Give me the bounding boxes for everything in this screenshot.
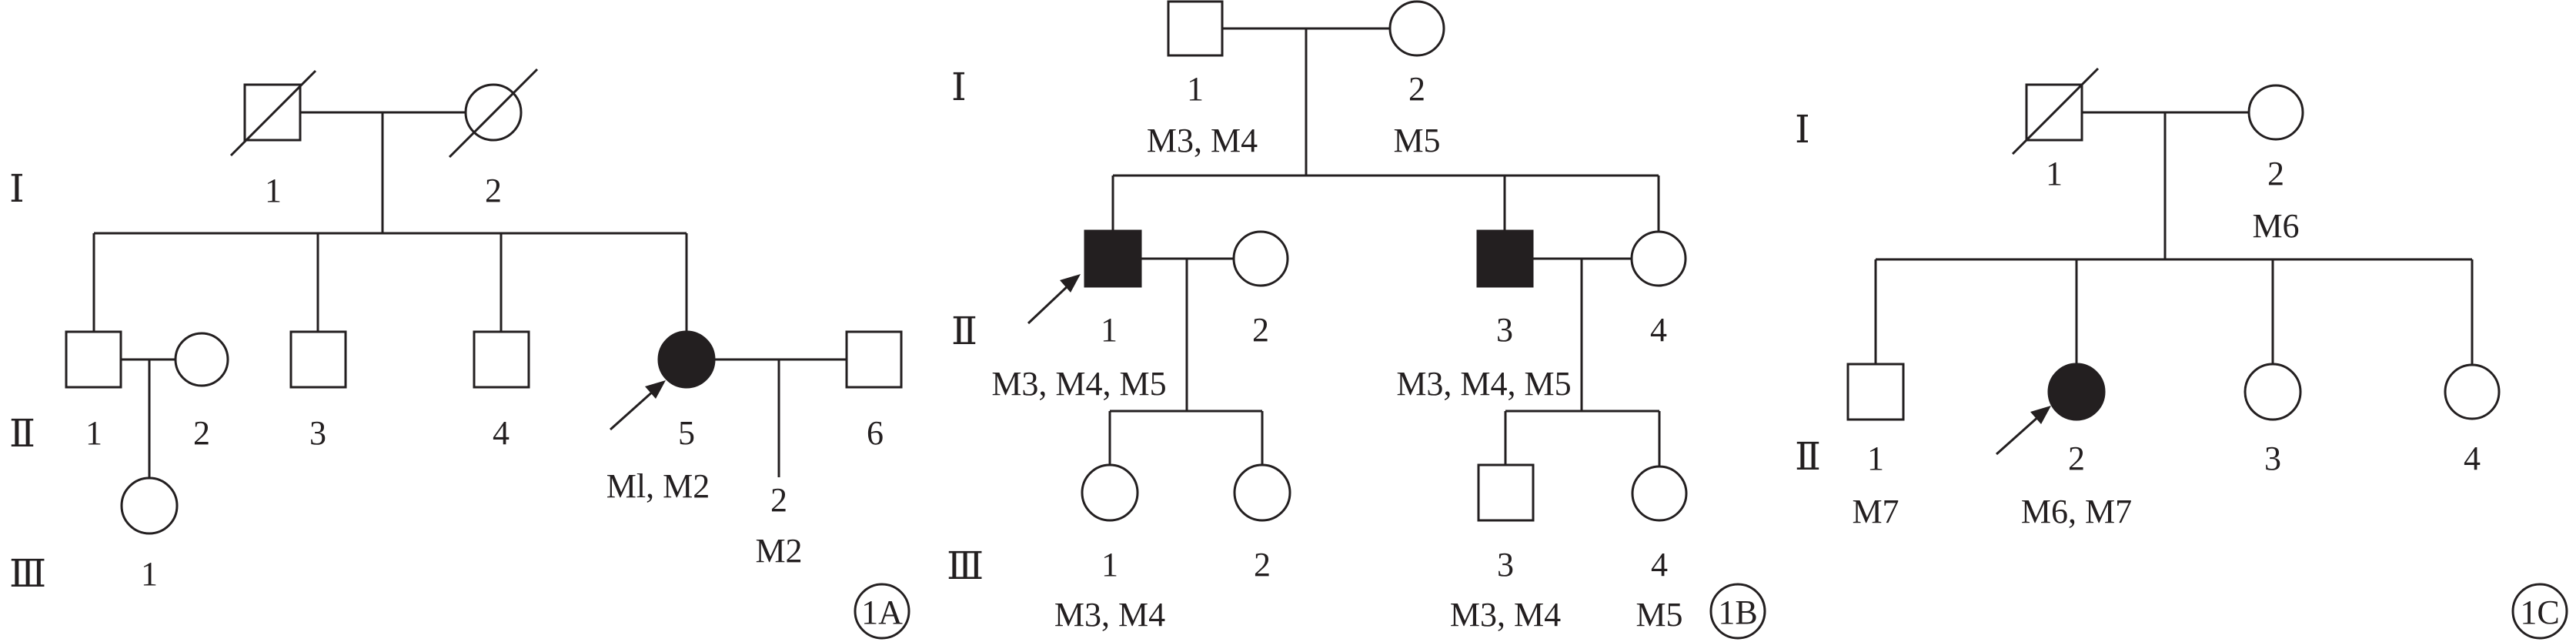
panel-1b-i-1-number: 1: [1187, 70, 1204, 108]
panel-1a-i-1-number: 1: [265, 172, 282, 209]
panel-1a-proband-arrow-icon: [609, 380, 666, 431]
panel-1a-ii-4-male-symbol: [473, 330, 530, 389]
panel-1b-i-1-male-symbol: [1167, 0, 1224, 57]
panel-1b-iii-4-markers: M5: [1635, 596, 1682, 634]
panel-1b-ii-3-markers: M3, M4, M5: [1396, 365, 1571, 403]
panel-1a-lines: [92, 111, 847, 478]
panel-1c-label: 1C: [2520, 594, 2559, 631]
panel-1a: Ⅰ Ⅱ Ⅲ: [9, 68, 910, 640]
panel-1a-generation-3: Ⅲ: [9, 552, 46, 595]
panel-1c-ii-1-male-symbol: [1846, 363, 1905, 421]
panel-1c-ii-3-female-symbol: [2244, 363, 2302, 421]
panel-1b-ii-2-number: 2: [1252, 311, 1269, 349]
panel-1a-ii-6-number: 6: [867, 414, 884, 452]
panel-1c-ii-2-markers: M6, M7: [2021, 493, 2132, 530]
panel-1a-ii-1-number: 1: [85, 414, 102, 452]
panel-1a-ii-2-number: 2: [193, 414, 210, 452]
panel-1b-generation-3: Ⅲ: [947, 544, 984, 587]
panel-1c-ii-4-female-symbol: [2444, 363, 2501, 420]
panel-1c-ii-1-markers: M7: [1852, 493, 1899, 530]
panel-1c: Ⅰ Ⅱ 1 2 M6 1 M7 2 M6, M7 3 4: [1795, 67, 2568, 640]
panel-1c-i-2-markers: M6: [2252, 207, 2299, 245]
panel-1c-generation-1: Ⅰ: [1795, 108, 1810, 151]
panel-1a-i-1-deceased-mark: [229, 69, 317, 157]
panel-1b-generation-1: Ⅰ: [951, 65, 967, 109]
panel-1b-ii-1-affected-male-symbol: [1084, 229, 1142, 288]
panel-1c-ii-3-number: 3: [2264, 440, 2281, 477]
panel-1a-ii-3-male-symbol: [289, 330, 347, 389]
panel-1c-i-1-deceased-mark: [2011, 67, 2100, 155]
panel-1a-iii-1-female-symbol: [120, 476, 179, 535]
panel-1b-label-circle: [1709, 583, 1766, 640]
panel-1c-proband-arrow-icon: [1996, 406, 2051, 456]
panel-1c-i-2-number: 2: [2267, 155, 2284, 192]
panel-1a-ii-3-number: 3: [309, 414, 326, 452]
panel-1b-iii-1-markers: M3, M4: [1054, 596, 1165, 634]
panel-1b-i-2-number: 2: [1408, 70, 1425, 108]
panel-1a-ii-5-number: 5: [678, 414, 695, 452]
panel-1b-iii-2-number: 2: [1254, 546, 1271, 583]
panel-1b-iii-1-female-symbol: [1081, 463, 1139, 522]
panel-1b-i-2-markers: M5: [1393, 122, 1440, 159]
panel-1b-iii-1-number: 1: [1101, 546, 1118, 583]
panel-1b-ii-1-markers: M3, M4, M5: [991, 365, 1166, 403]
panel-1a-i-2-deceased-mark: [448, 68, 539, 159]
panel-1c-lines: [1874, 111, 2474, 364]
panel-1a-label-circle: [854, 583, 910, 640]
panel-1b-iii-3-markers: M3, M4: [1450, 596, 1561, 634]
panel-1b-iii-4-female-symbol: [1631, 465, 1688, 522]
panel-1a-ii-5-affected-female-symbol: [657, 330, 716, 389]
panel-1b-proband-arrow-icon: [1027, 274, 1081, 325]
panel-1a-iii-1-number: 1: [141, 555, 158, 593]
panel-1b-ii-2-female-symbol: [1232, 230, 1289, 287]
panel-1a-iii-2-number: 2: [770, 481, 787, 519]
panel-1a-ii-5-markers: Ml, M2: [606, 467, 710, 505]
panel-1c-ii-2-number: 2: [2068, 440, 2085, 477]
panel-1b-ii-3-number: 3: [1496, 311, 1513, 349]
panel-1b-ii-1-number: 1: [1101, 311, 1118, 349]
panel-1c-i-1-number: 1: [2046, 155, 2063, 192]
panel-1c-ii-4-number: 4: [2464, 440, 2481, 477]
panel-1a-iii-2-markers: M2: [755, 532, 802, 570]
panel-1b-iii-3-male-symbol: [1477, 463, 1535, 522]
panel-1b-ii-3-affected-male-symbol: [1476, 229, 1534, 288]
panel-1b-i-2-female-symbol: [1388, 0, 1445, 57]
panel-1b: Ⅰ Ⅱ Ⅲ: [947, 0, 1766, 640]
panel-1c-i-2-female-symbol: [2247, 84, 2304, 141]
panel-1b-lines: [1108, 27, 1661, 466]
panel-1a-ii-6-male-symbol: [845, 330, 903, 389]
panel-1b-iii-3-number: 3: [1497, 546, 1514, 583]
panel-1a-label: 1A: [861, 594, 903, 631]
panel-1b-iii-4-number: 4: [1651, 546, 1668, 583]
panel-1b-generation-2: Ⅱ: [951, 309, 977, 353]
panel-1b-label: 1B: [1718, 594, 1757, 631]
panel-1a-ii-2-female-symbol: [174, 332, 229, 387]
panel-1b-ii-4-female-symbol: [1630, 230, 1687, 287]
panel-1c-generation-2: Ⅱ: [1795, 435, 1821, 478]
panel-1a-i-2-number: 2: [485, 172, 502, 209]
panel-1a-ii-1-male-symbol: [65, 330, 122, 389]
panel-1a-ii-4-number: 4: [493, 414, 510, 452]
panel-1b-iii-2-female-symbol: [1233, 463, 1291, 522]
panel-1a-generation-1: Ⅰ: [9, 167, 25, 210]
panel-1a-generation-2: Ⅱ: [9, 412, 35, 455]
panel-1c-ii-2-affected-female-symbol: [2047, 363, 2106, 421]
panel-1b-i-1-markers: M3, M4: [1147, 122, 1258, 159]
panel-1b-ii-4-number: 4: [1650, 311, 1667, 349]
panel-1c-label-circle: [2511, 583, 2568, 640]
panel-1c-ii-1-number: 1: [1867, 440, 1884, 477]
